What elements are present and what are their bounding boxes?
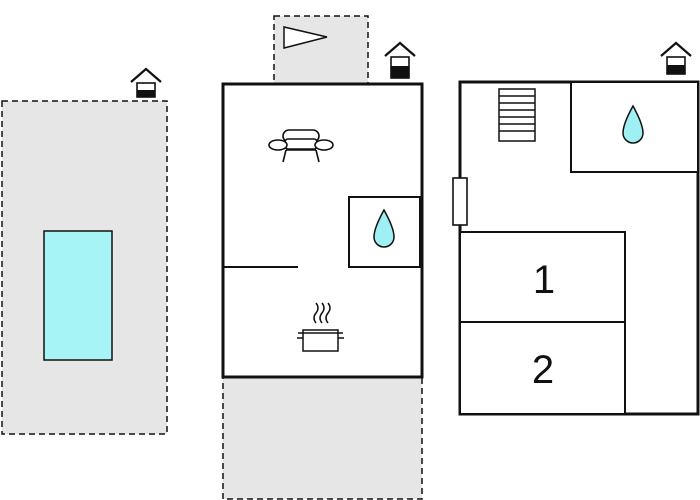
bedroom-1-number: 1 <box>533 258 555 302</box>
pool-area <box>1 100 168 435</box>
swimming-pool <box>43 230 113 361</box>
middle-building <box>221 15 424 500</box>
water-drop-icon <box>373 208 395 248</box>
bedroom-1 <box>459 231 626 323</box>
right-building: 1 2 <box>452 80 700 416</box>
terrace-north <box>273 15 369 85</box>
bedroom-2-number: 2 <box>532 348 554 392</box>
entrance-icon-right <box>660 41 692 75</box>
door-icon <box>452 177 468 226</box>
stairs-icon <box>498 88 536 142</box>
entrance-icon-middle <box>384 41 416 79</box>
terrace-south <box>222 376 423 500</box>
sofa-icon <box>268 129 334 163</box>
cooking-pot-icon <box>297 302 344 352</box>
entrance-icon-pool <box>130 67 162 98</box>
pennant-icon <box>283 26 328 49</box>
bedroom-2 <box>459 321 626 415</box>
water-drop-icon <box>622 104 644 144</box>
